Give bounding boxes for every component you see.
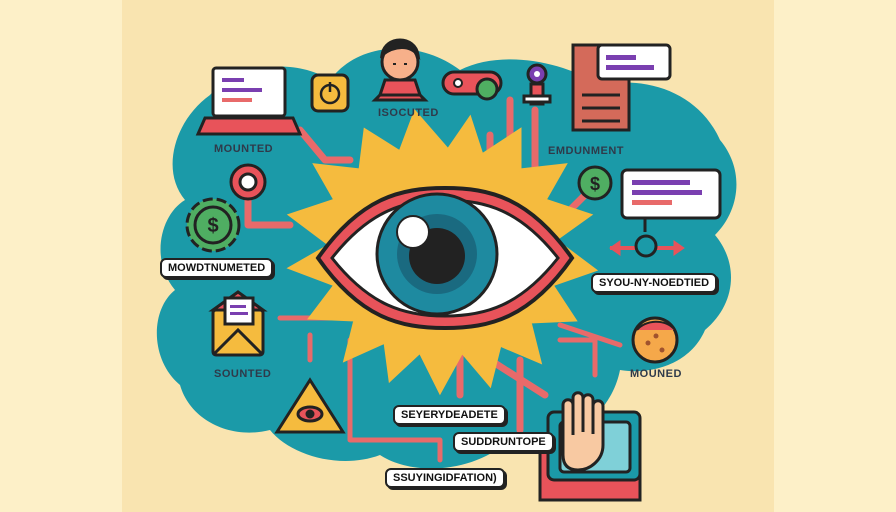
chat-panel-icon [571, 43, 672, 132]
dollar-coin-icon: $ [577, 165, 613, 201]
speech-bubble-icon [620, 168, 722, 232]
warning-eye-triangle-icon [274, 377, 346, 434]
label-seyerydeadete: SEYERYDEADETE [393, 405, 506, 425]
svg-text:$: $ [207, 215, 218, 237]
joystick-icon [522, 63, 552, 106]
label-emdunment: EMDUNMENT [548, 145, 624, 157]
power-icon [310, 73, 350, 113]
label-mounted: MOUNTED [214, 143, 274, 155]
label-syou-nymoedtied: SYOU-NY-NOEDTIED [591, 273, 718, 293]
eye-icon [315, 185, 575, 331]
label-mouned: MOUNED [630, 368, 682, 380]
target-icon [229, 163, 267, 201]
svg-text:$: $ [590, 174, 600, 194]
laptop-icon [195, 66, 303, 136]
label-mowdtnumeted: MOWDTNUMETED [160, 258, 274, 278]
cookie-icon [631, 316, 679, 364]
envelope-icon [208, 290, 268, 357]
left-side-panel [0, 0, 122, 512]
person-avatar-icon [371, 38, 429, 102]
left-right-arrows-icon [609, 234, 685, 258]
label-ssuyingidfation: SSUYINGIDFATION) [385, 468, 505, 488]
label-isocuted: ISOCUTED [378, 107, 439, 119]
right-side-panel [774, 0, 896, 512]
toggle-icon [441, 70, 503, 101]
hand-icon [538, 391, 642, 502]
dollar-gear-icon: $ [185, 197, 241, 253]
label-sounted: SOUNTED [214, 368, 272, 380]
label-suddruntope: SUDDRUNTOPE [453, 432, 554, 452]
